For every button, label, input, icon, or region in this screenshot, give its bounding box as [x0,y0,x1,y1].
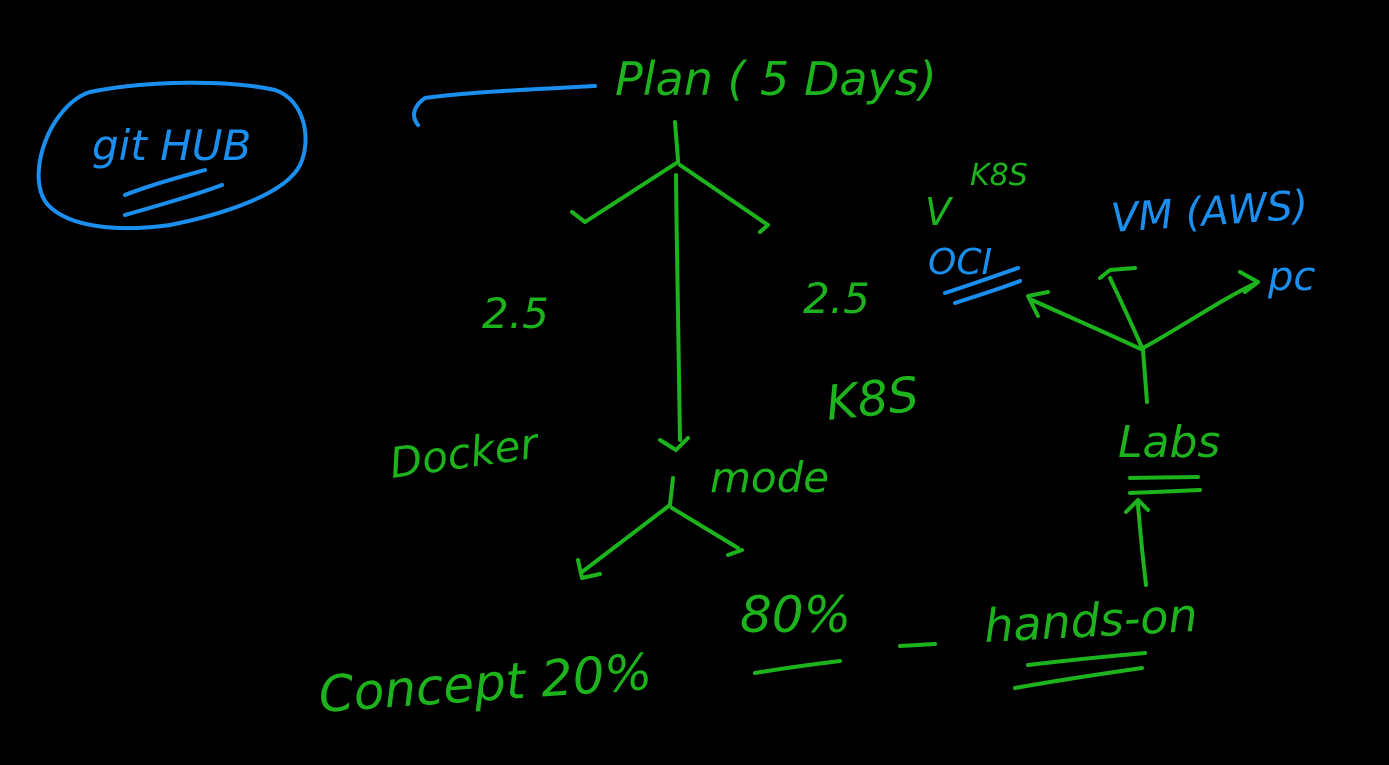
arrow-to-github [412,84,597,127]
labs-label: Labs [1118,417,1220,468]
left-days-label: 2.5 [482,289,549,338]
mode-left-branch [576,503,672,580]
right-days-label: 2.5 [803,274,870,323]
k8s-small-label: K8S [970,158,1028,193]
hands-on-underline-2 [1013,666,1144,690]
oci-underline-1 [943,266,1020,295]
github-underline-2 [123,183,224,217]
github-bubble: git HUB [36,80,597,231]
plan-left-branch [570,160,680,224]
plan-right-branch [678,163,770,234]
arrow-to-hands-on [898,642,937,648]
pc-label: pc [1267,254,1315,300]
arrow-to-labs [1124,498,1150,587]
labs-branch: Labs K8S V OCI VM (AWS) pc [925,158,1315,495]
github-label: git HUB [92,121,251,170]
oci-label: OCI [928,242,992,283]
github-underline-1 [123,168,207,197]
checkmark-label: V [925,190,954,234]
oci-underline-2 [953,279,1022,305]
labs-up-arrow [1098,266,1145,352]
labs-right-arrow [1141,270,1260,350]
labs-left-arrow [1026,290,1145,352]
hands-on-underline-1 [1026,651,1147,667]
plan-title: Plan ( 5 Days) [615,52,937,106]
labs-underline [1128,475,1202,495]
plan-down-arrow [658,173,690,452]
mode-right-branch [670,506,744,557]
mode-stem [668,476,675,507]
hands-on-percent: 80% [740,586,851,644]
labs-stem [1141,348,1149,404]
hands-on-label: hands-on [983,588,1199,653]
plan-stem [673,120,680,162]
github-ellipse [36,80,308,231]
k8s-main-label: K8S [823,367,921,432]
percent-underline [753,659,842,675]
mode-label: mode [710,453,829,502]
